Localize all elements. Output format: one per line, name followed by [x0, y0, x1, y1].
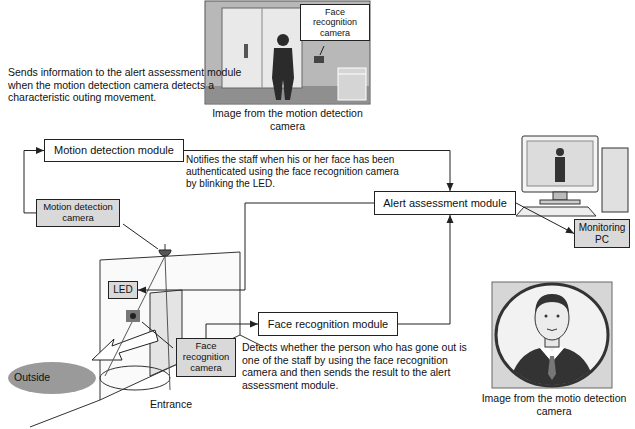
eye [557, 315, 560, 318]
person-body [272, 48, 294, 100]
connector-line [398, 215, 450, 324]
person-head [277, 34, 289, 46]
camera-callout: Face recognition camera [176, 338, 236, 377]
keyboard [516, 207, 596, 216]
outing-arrow [92, 330, 158, 360]
detection-area [100, 366, 170, 390]
connector [398, 215, 454, 324]
face-camera-device [126, 310, 140, 322]
face-image-frame [492, 282, 612, 388]
area-label: Entrance [150, 398, 230, 411]
photo-frame [205, 1, 370, 104]
bin [338, 68, 366, 100]
arrowhead [138, 287, 146, 294]
floor-edge [30, 400, 100, 427]
field-of-view [165, 256, 170, 390]
node-text: Motion detection camera [40, 202, 116, 224]
connector [516, 203, 574, 234]
connector-line [184, 151, 450, 192]
camera-symbol [314, 56, 324, 63]
leader-line [142, 322, 173, 348]
node-text: Monitoring PC [578, 222, 626, 245]
pc-label: Monitoring PC [574, 219, 630, 248]
node-text: Face recognition camera [304, 7, 366, 38]
camera-lens [130, 313, 136, 319]
pc-tower [602, 148, 628, 212]
connector [184, 151, 454, 192]
arrowhead [250, 321, 258, 328]
note-text: Notifies the staff when his or her face … [186, 154, 411, 190]
hair [535, 294, 569, 314]
screen-person-body [555, 157, 565, 182]
arrowhead [565, 227, 574, 234]
camera-mount [165, 244, 166, 250]
node-text: LED [112, 284, 134, 296]
face-figure [508, 294, 596, 390]
camera-callout: Face recognition camera [300, 4, 370, 41]
leader-line [320, 46, 324, 55]
arrowhead [36, 147, 44, 154]
note-text: Detects whether the person who has gone … [242, 341, 482, 391]
image-caption: Image from the motio detection camera [478, 392, 630, 417]
connector-line [516, 203, 574, 234]
face-image-circle [496, 284, 608, 386]
process-box: Alert assessment module [374, 191, 516, 215]
led-callout: LED [108, 281, 138, 299]
node-text: Alert assessment module [378, 197, 512, 210]
connector-line [138, 203, 374, 290]
connector [206, 321, 258, 339]
mouth [547, 329, 557, 331]
image-caption: Image from the motion detection camera [205, 107, 370, 132]
entrance-wall [100, 252, 240, 400]
area-label: Outside [14, 371, 74, 384]
arrowhead [447, 215, 454, 223]
monitor [522, 136, 598, 192]
connector [138, 203, 374, 294]
arrowhead [447, 183, 454, 191]
door-frame [262, 8, 263, 88]
node-text: Face recognition camera [180, 341, 232, 374]
note-text: Sends information to the alert assessmen… [8, 66, 248, 104]
outside-area [8, 362, 96, 394]
door-handle [244, 44, 248, 58]
screen-person-head [556, 148, 564, 156]
monitor-screen [527, 141, 593, 186]
monitor-stand [553, 192, 567, 200]
leader-line [123, 224, 158, 249]
node-text: Motion detection module [48, 144, 180, 157]
field-of-view [105, 256, 165, 376]
node-text: Face recognition module [262, 318, 394, 331]
dome-camera [159, 250, 171, 256]
process-box: Motion detection module [44, 139, 184, 162]
process-box: Face recognition module [258, 312, 398, 336]
tie [548, 356, 556, 380]
monitor-base [540, 200, 580, 204]
eye [545, 315, 548, 318]
bin-edge [338, 74, 366, 75]
camera-callout: Motion detection camera [36, 199, 120, 227]
